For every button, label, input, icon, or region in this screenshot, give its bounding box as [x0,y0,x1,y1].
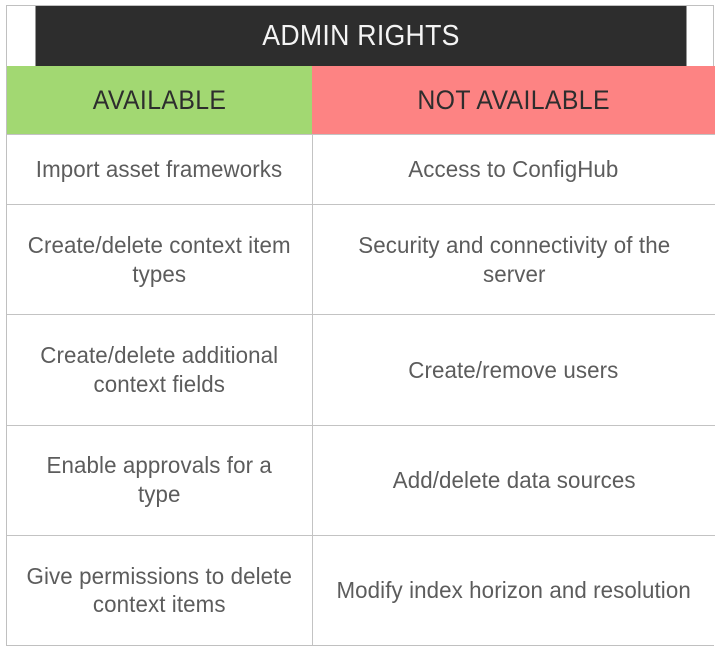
cell-not-available-3: Create/remove users [312,314,716,426]
column-header-available: AVAILABLE [7,66,312,135]
cell-available-2-text: Create/delete context item types [27,231,291,287]
cell-not-available-1: Access to ConfigHub [312,134,716,205]
cell-not-available-3-text: Create/remove users [408,356,619,383]
page-title: ADMIN RIGHTS [35,6,687,66]
table-header-row: AVAILABLE NOT AVAILABLE [7,66,716,135]
column-header-not-available: NOT AVAILABLE [312,66,716,135]
cell-not-available-5: Modify index horizon and resolution [312,534,716,645]
cell-available-3-text: Create/delete additional context fields [40,342,279,397]
cell-available-4: Enable approvals for a type [7,424,313,536]
cell-available-5-text: Give permissions to delete context items [26,562,292,618]
column-header-available-label: AVAILABLE [92,84,227,115]
rights-table: ADMIN RIGHTS AVAILABLE NOT AVAILABLE Imp… [7,6,716,645]
cell-not-available-1-text: Access to ConfigHub [408,156,619,183]
cell-not-available-4-text: Add/delete data sources [392,466,636,493]
cell-not-available-4: Add/delete data sources [312,424,716,536]
cell-available-1: Import asset frameworks [7,134,313,205]
cell-not-available-2: Security and connectivity of the server [312,203,716,315]
admin-rights-table: ADMIN RIGHTS AVAILABLE NOT AVAILABLE Imp… [6,5,716,646]
table-row: Give permissions to delete context items… [7,534,716,645]
table-row: Enable approvals for a type Add/delete d… [7,424,716,536]
table-row: Create/delete additional context fields … [7,314,716,426]
column-header-not-available-label: NOT AVAILABLE [417,84,610,115]
cell-available-4-text: Enable approvals for a type [46,452,272,508]
cell-available-3: Create/delete additional context fields [7,314,313,426]
table-row: Import asset frameworks Access to Config… [7,134,716,205]
cell-available-5: Give permissions to delete context items [7,534,313,645]
table-title-row: ADMIN RIGHTS [7,6,715,66]
cell-available-1-text: Import asset frameworks [36,156,283,183]
cell-available-2: Create/delete context item types [7,203,313,315]
cell-not-available-5-text: Modify index horizon and resolution [336,577,691,604]
cell-not-available-2-text: Security and connectivity of the server [357,231,670,287]
table-row: Create/delete context item types Securit… [7,203,716,315]
